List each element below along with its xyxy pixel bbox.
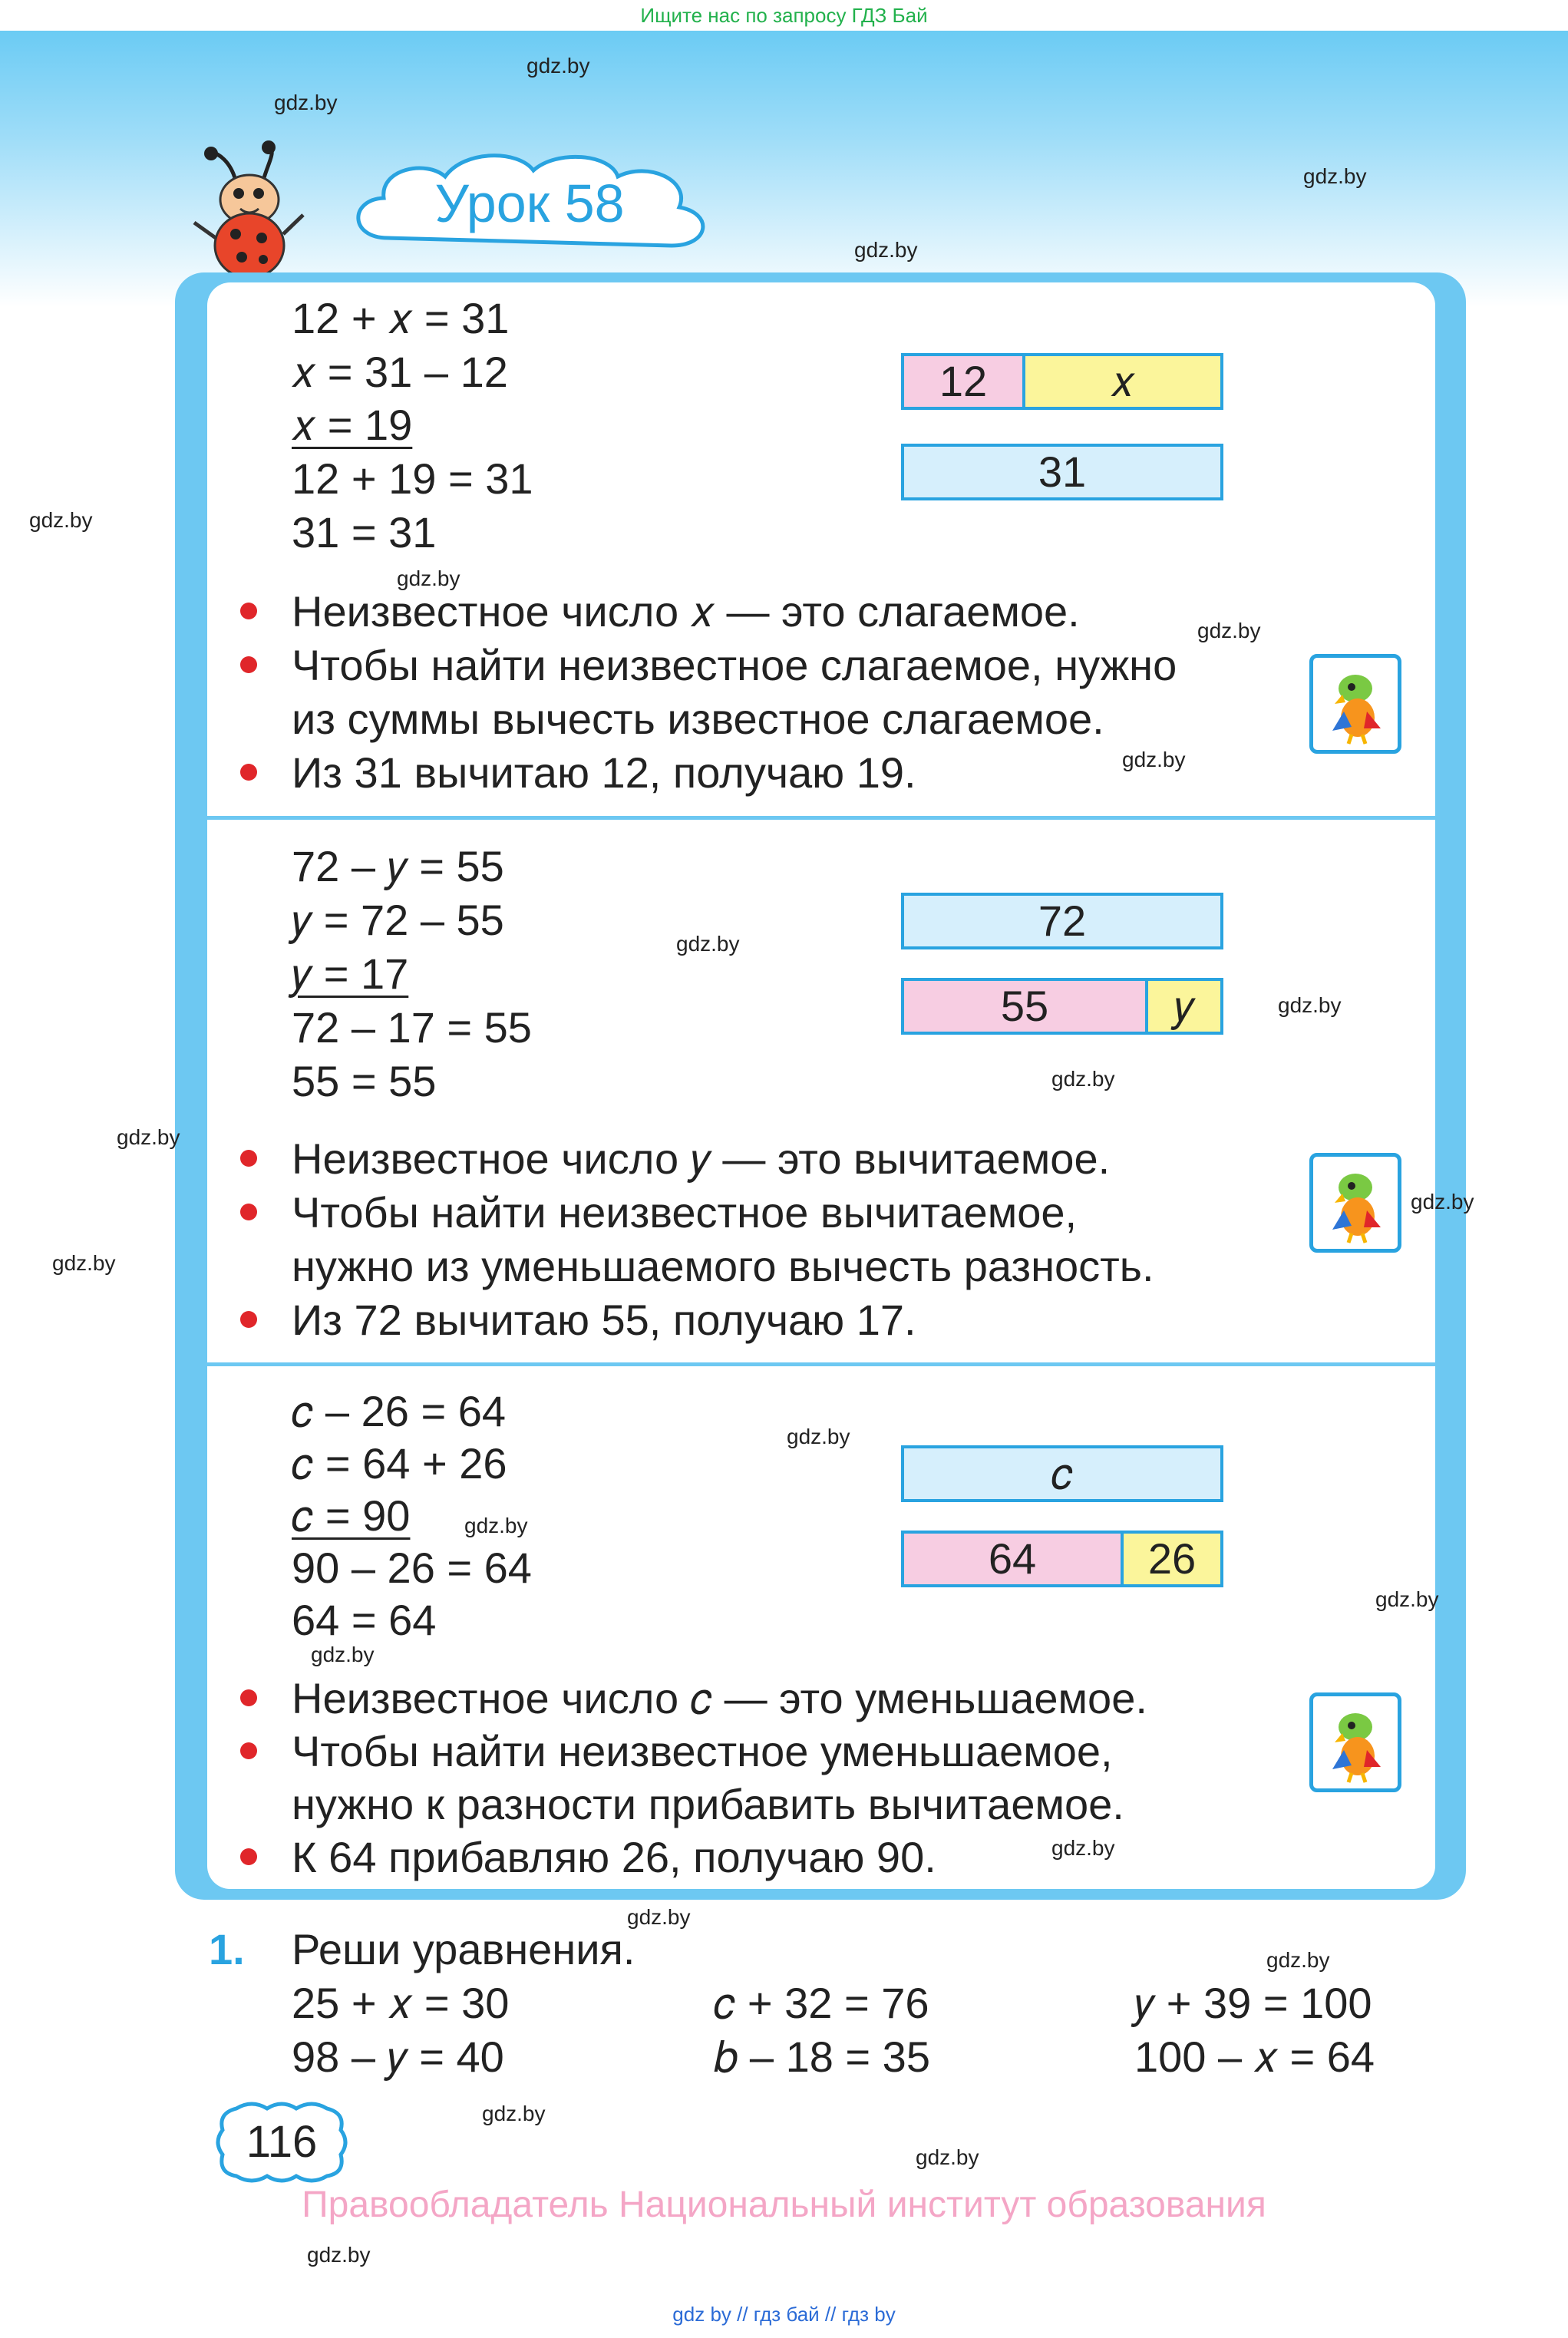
task-equation: 25 + 𝑥 = 30 (292, 1979, 510, 2027)
equation-check: 72 – 17 = 55 (292, 1003, 532, 1052)
copyright-notice: Правообладатель Национальный институт об… (302, 2184, 1266, 2225)
equation-answer: 𝑦 = 17 (292, 949, 409, 998)
diagram-whole: 31 (901, 444, 1223, 500)
watermark: gdz.by (52, 1251, 116, 1275)
watermark: gdz.by (29, 508, 93, 532)
parrot-hint-icon (1309, 1153, 1401, 1253)
rule-text: Из 72 вычитаю 55, получаю 17. (292, 1296, 916, 1344)
watermark: gdz.by (397, 566, 460, 590)
rule-text: Неизвестное число 𝑥 — это слагаемое. (292, 587, 1080, 636)
task-text: Реши уравнения. (292, 1925, 635, 1973)
bullet-icon (240, 1311, 257, 1328)
diagram-whole: 72 (901, 893, 1223, 949)
watermark: gdz.by (527, 54, 590, 78)
equation-line: 𝑥 = 31 – 12 (292, 348, 508, 396)
watermark: gdz.by (854, 238, 918, 262)
equation-answer: 𝑥 = 19 (292, 401, 413, 449)
rule-text: нужно к разности прибавить вычитаемое. (292, 1780, 1124, 1828)
equation-line: 72 – 𝑦 = 55 (292, 842, 504, 890)
rule-text: Из 31 вычитаю 12, получаю 19. (292, 748, 916, 797)
rule-text: Чтобы найти неизвестное уменьшаемое, (292, 1727, 1113, 1775)
watermark: gdz.by (274, 91, 338, 114)
rule-text: Неизвестное число 𝑐 — это уменьшаемое. (292, 1674, 1147, 1722)
rule-text: Чтобы найти неизвестное вычитаемое, (292, 1188, 1078, 1237)
bullet-icon (240, 603, 257, 619)
parrot-hint-icon (1309, 654, 1401, 754)
bullet-icon (240, 1204, 257, 1220)
top-note[interactable]: Ищите нас по запросу ГДЗ Бай (0, 0, 1568, 31)
watermark: gdz.by (482, 2102, 546, 2125)
watermark: gdz.by (1266, 1948, 1330, 1972)
diagram-part: 12 (901, 353, 1025, 410)
task-equation: 100 – 𝑥 = 64 (1134, 2033, 1375, 2081)
bullet-icon (240, 656, 257, 673)
page-number: 116 (246, 2117, 318, 2167)
watermark: gdz.by (627, 1905, 691, 1929)
task-equation: 𝑐 + 32 = 76 (714, 1979, 929, 2027)
watermark: gdz.by (307, 2243, 371, 2267)
diagram-part: 𝑥 (1022, 353, 1223, 410)
watermark: gdz.by (1411, 1190, 1474, 1214)
diagram-part: 26 (1121, 1531, 1223, 1587)
watermark: gdz.by (1051, 1836, 1115, 1860)
watermark: gdz.by (1303, 164, 1367, 188)
watermark: gdz.by (676, 932, 740, 956)
equation-line: 𝑐 – 26 = 64 (292, 1387, 506, 1435)
equation-check: 12 + 19 = 31 (292, 454, 533, 503)
watermark: gdz.by (1197, 619, 1261, 642)
bullet-icon (240, 1742, 257, 1759)
equation-check: 90 – 26 = 64 (292, 1544, 532, 1592)
bullet-icon (240, 764, 257, 781)
rule-text: Чтобы найти неизвестное слагаемое, нужно (292, 641, 1177, 689)
lesson-title: Урок 58 (434, 173, 625, 233)
task-equation: 98 – 𝑦 = 40 (292, 2033, 504, 2081)
watermark: gdz.by (311, 1643, 375, 1666)
equation-check: 31 = 31 (292, 508, 437, 556)
section-divider (207, 1362, 1435, 1366)
task-equation: 𝑦 + 39 = 100 (1134, 1979, 1372, 2027)
watermark: gdz.by (787, 1425, 850, 1448)
bullet-icon (240, 1150, 257, 1167)
parrot-hint-icon (1309, 1692, 1401, 1792)
rule-panel (207, 282, 1435, 1889)
rule-text: К 64 прибавляю 26, получаю 90. (292, 1833, 936, 1881)
equation-check: 64 = 64 (292, 1596, 437, 1644)
page-number-badge (216, 2102, 348, 2183)
equation-line: 𝑦 = 72 – 55 (292, 896, 504, 944)
ladybug-icon (193, 140, 305, 284)
watermark: gdz.by (464, 1514, 528, 1537)
rule-text: Неизвестное число 𝑦 — это вычитаемое. (292, 1134, 1111, 1183)
watermark: gdz.by (1051, 1067, 1115, 1091)
footer-links[interactable]: gdz by // гдз бай // гдз by (672, 2303, 896, 2326)
equation-line: 12 + 𝑥 = 31 (292, 294, 510, 342)
diagram-part: 55 (901, 978, 1148, 1035)
equation-check: 55 = 55 (292, 1057, 437, 1105)
section-divider (207, 816, 1435, 820)
diagram-part: 64 (901, 1531, 1124, 1587)
task-number: 1. (209, 1925, 245, 1973)
watermark: gdz.by (1375, 1587, 1439, 1611)
equation-line: 𝑐 = 64 + 26 (292, 1439, 507, 1488)
watermark: gdz.by (916, 2145, 979, 2169)
diagram-part: 𝑦 (1145, 978, 1223, 1035)
cloud-shape (356, 154, 705, 248)
rule-text: нужно из уменьшаемого вычесть разность. (292, 1242, 1154, 1290)
bullet-icon (240, 1689, 257, 1706)
watermark: gdz.by (1122, 748, 1186, 771)
diagram-whole: 𝑐 (901, 1445, 1223, 1502)
watermark: gdz.by (117, 1125, 180, 1149)
bullet-icon (240, 1848, 257, 1865)
rule-text: из суммы вычесть известное слагаемое. (292, 695, 1104, 743)
equation-answer: 𝑐 = 90 (292, 1491, 411, 1540)
watermark: gdz.by (1278, 993, 1342, 1017)
task-equation: 𝑏 – 18 = 35 (714, 2033, 930, 2081)
